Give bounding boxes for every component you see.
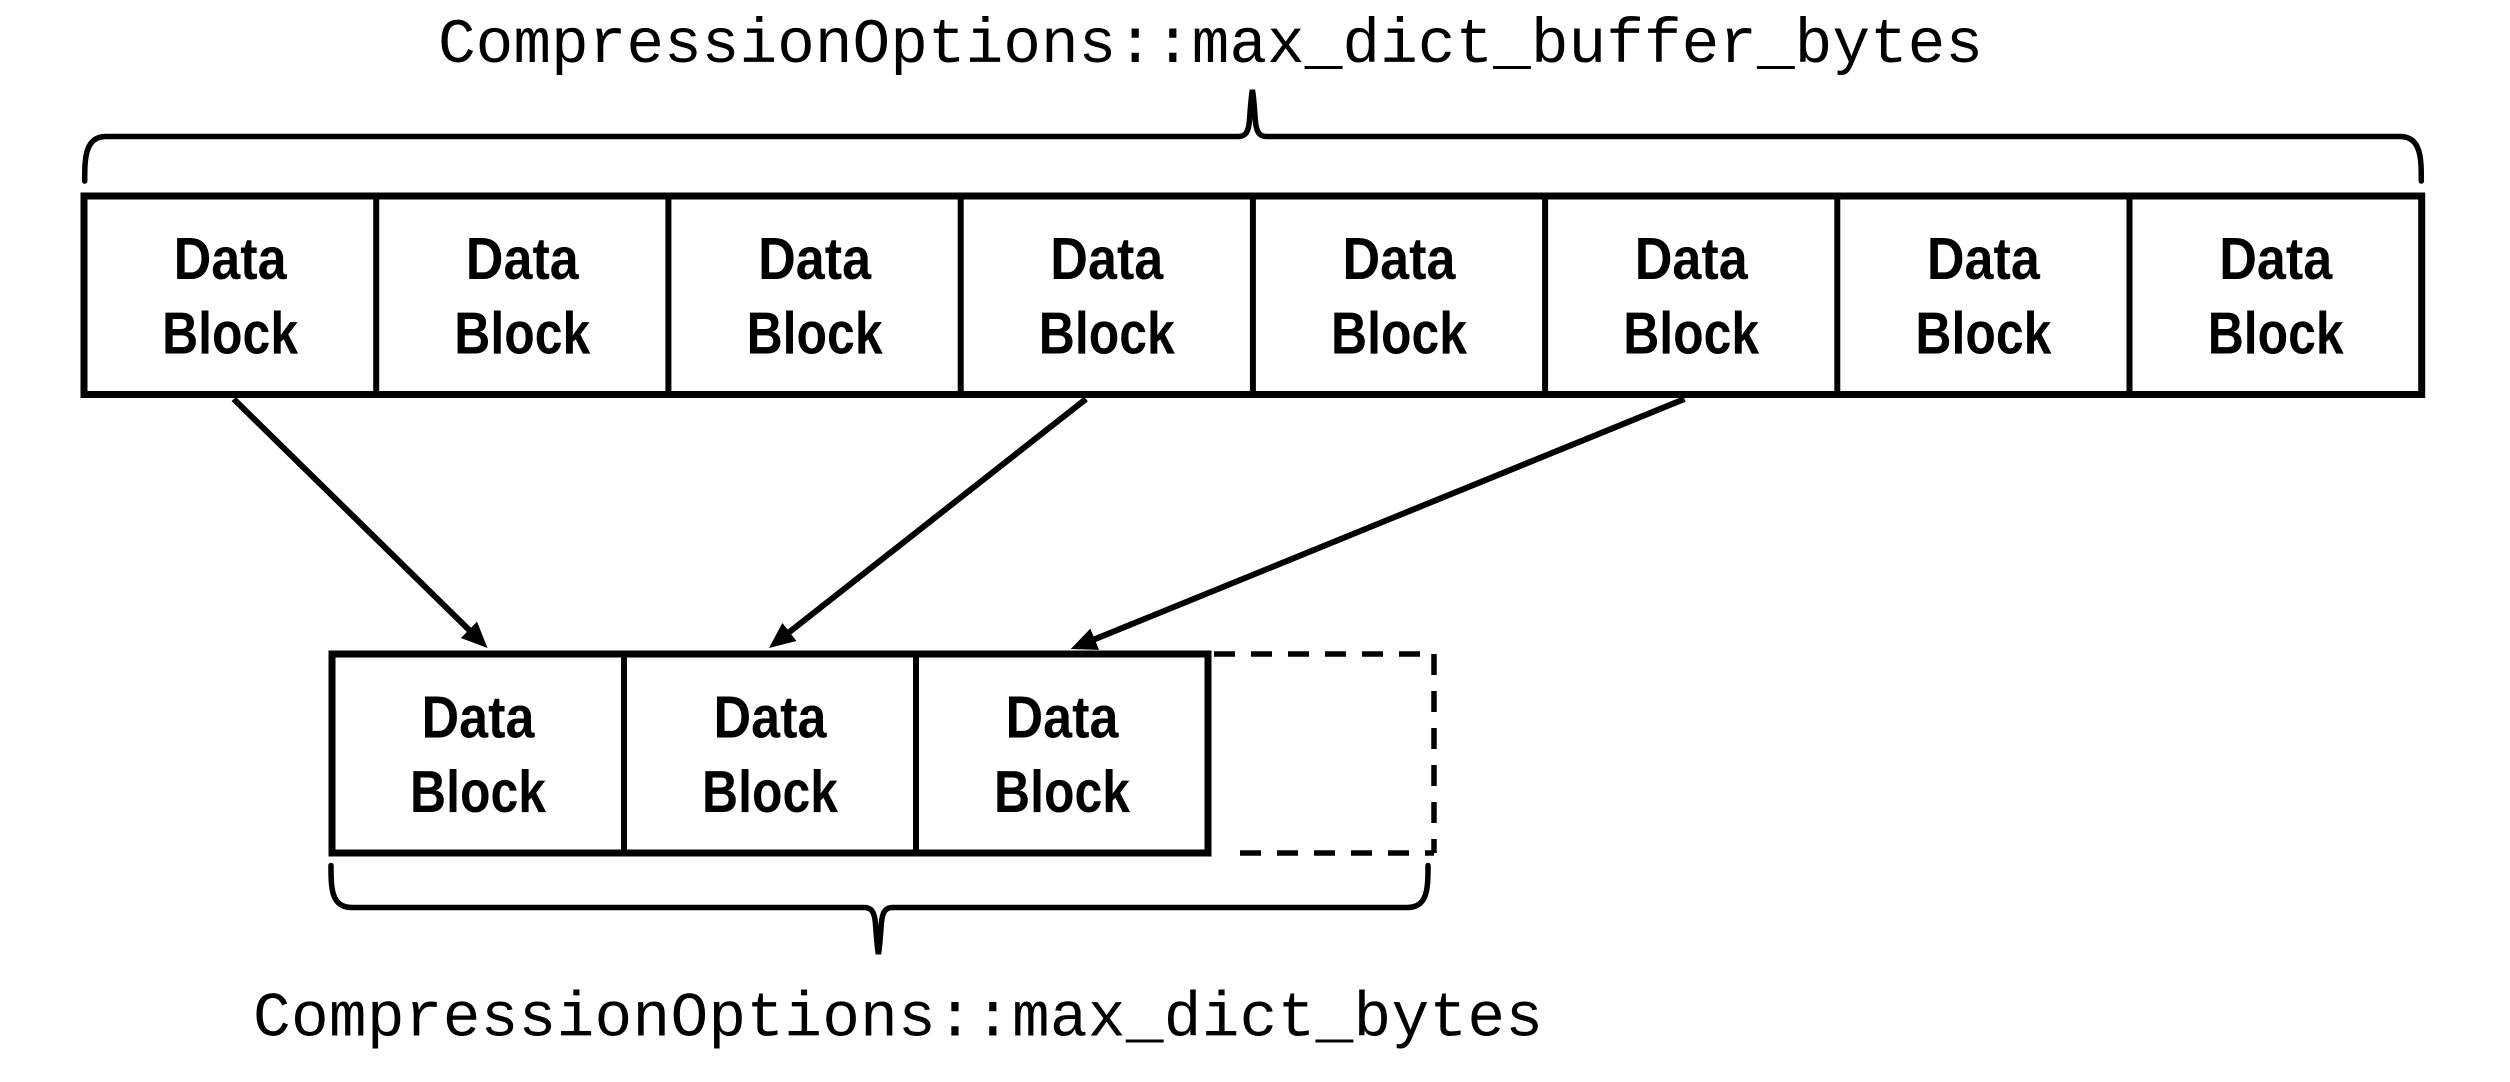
- svg-text:Data: Data: [1343, 225, 1457, 292]
- svg-text:Block: Block: [1623, 300, 1760, 367]
- svg-text:Block: Block: [702, 758, 839, 825]
- svg-text:Block: Block: [454, 300, 591, 367]
- svg-text:Block: Block: [1039, 300, 1176, 367]
- svg-text:Block: Block: [162, 300, 299, 367]
- svg-text:Block: Block: [747, 300, 884, 367]
- svg-text:Block: Block: [410, 758, 547, 825]
- svg-text:Data: Data: [466, 225, 580, 292]
- svg-text:CompressionOptions::max_dict_b: CompressionOptions::max_dict_bytes: [253, 983, 1543, 1054]
- svg-text:Data: Data: [2219, 225, 2333, 292]
- svg-text:Data: Data: [1635, 225, 1749, 292]
- svg-text:Block: Block: [2208, 300, 2345, 367]
- svg-text:Data: Data: [422, 684, 536, 751]
- svg-text:Data: Data: [1006, 684, 1120, 751]
- svg-text:CompressionOptions::max_dict_b: CompressionOptions::max_dict_buffer_byte…: [438, 10, 1983, 81]
- svg-text:Data: Data: [714, 684, 828, 751]
- svg-text:Data: Data: [174, 225, 288, 292]
- svg-text:Data: Data: [1050, 225, 1164, 292]
- svg-text:Data: Data: [1927, 225, 2041, 292]
- svg-text:Block: Block: [1331, 300, 1468, 367]
- svg-text:Data: Data: [758, 225, 872, 292]
- svg-text:Block: Block: [994, 758, 1131, 825]
- svg-text:Block: Block: [1915, 300, 2052, 367]
